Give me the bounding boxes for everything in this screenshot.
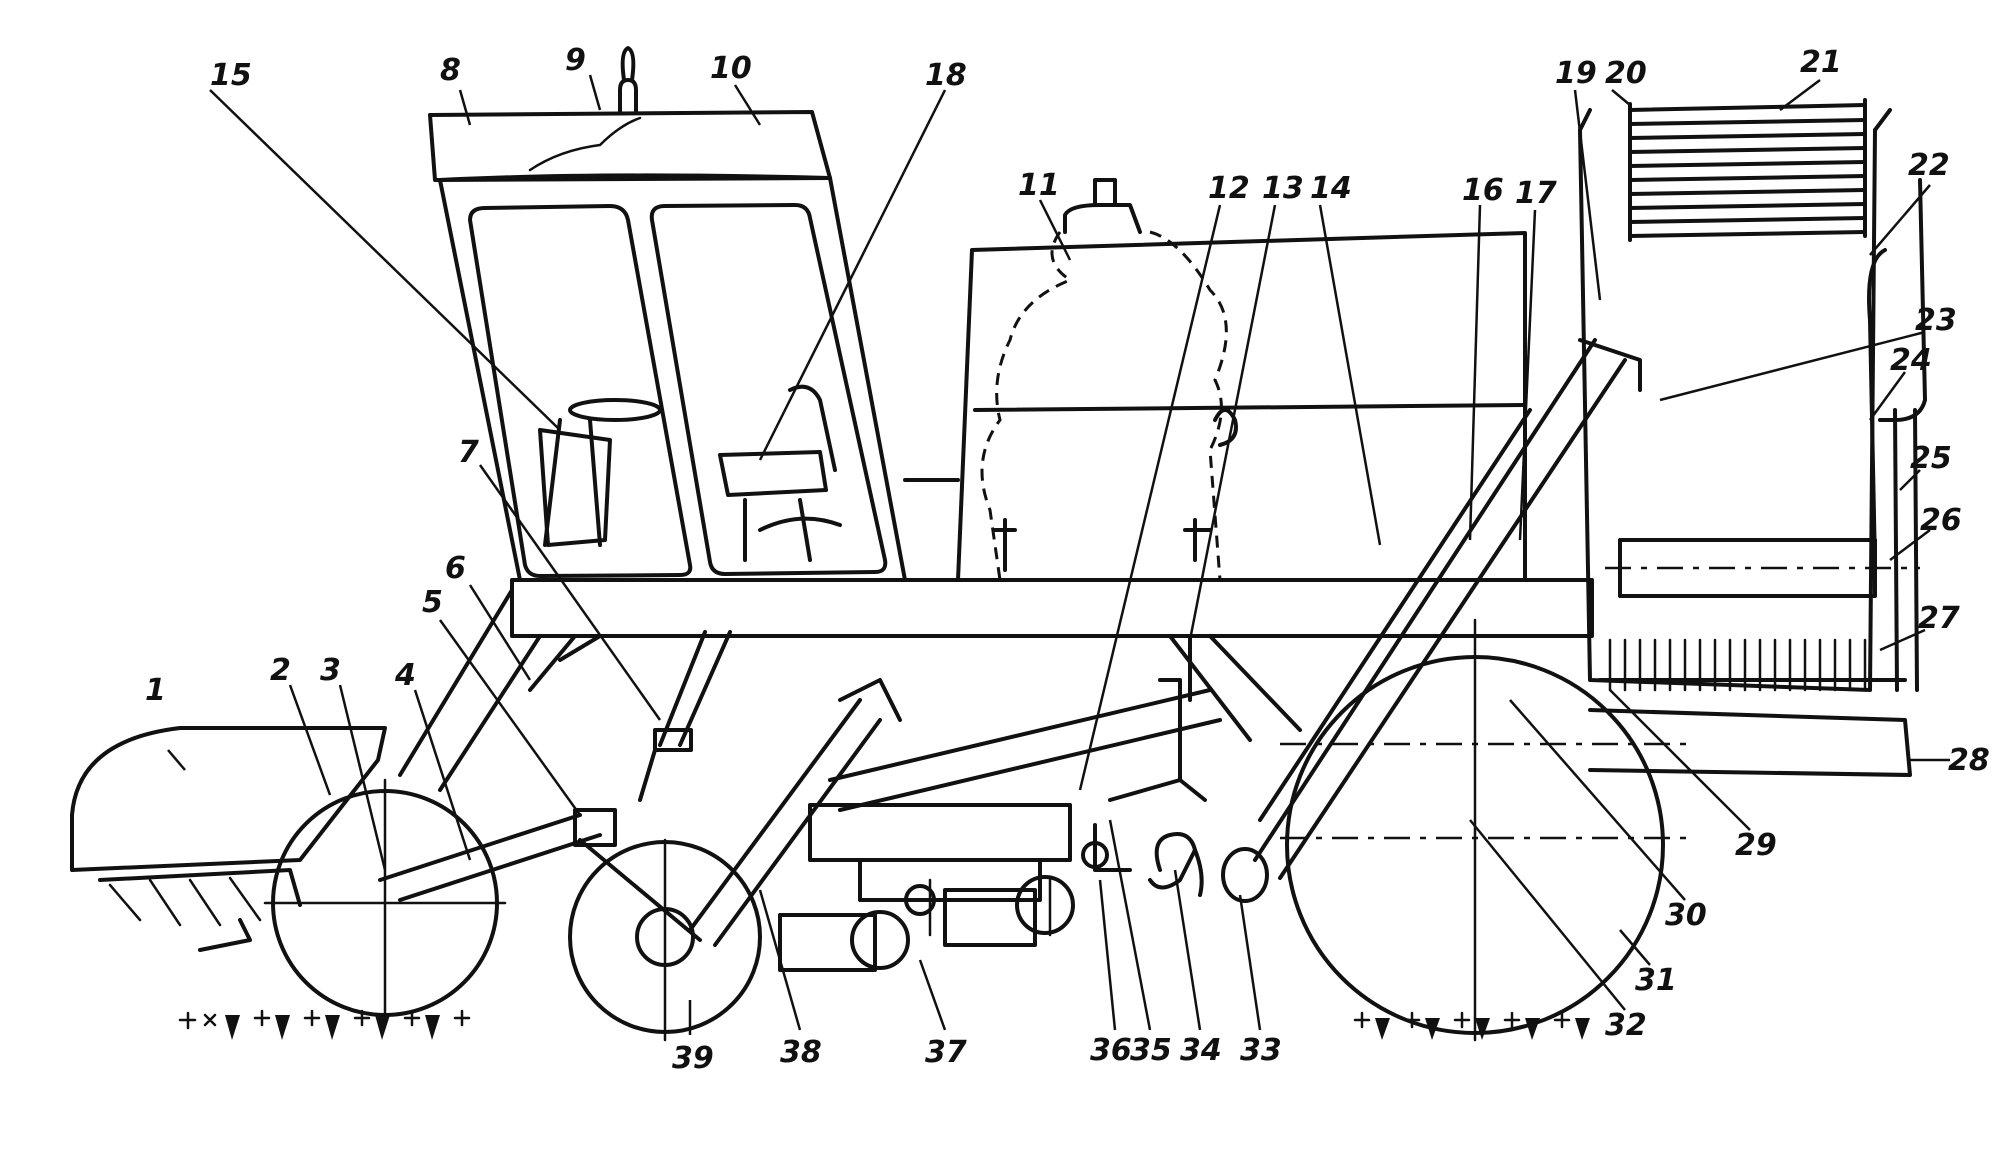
label-32: 32 [1605, 1008, 1647, 1043]
lower-mechanisms [378, 630, 1222, 972]
label-18: 18 [925, 58, 967, 93]
label-34: 34 [1180, 1033, 1222, 1068]
label-6: 6 [445, 551, 466, 586]
label-22: 22 [1908, 148, 1950, 183]
label-10: 10 [710, 51, 752, 86]
label-37: 37 [925, 1035, 967, 1070]
label-21: 21 [1800, 45, 1842, 80]
label-11: 11 [1018, 168, 1060, 203]
label-19: 19 [1555, 56, 1597, 91]
label-16: 16 [1462, 173, 1504, 208]
label-39: 39 [672, 1041, 714, 1076]
label-38: 38 [780, 1035, 822, 1070]
label-24: 24 [1890, 343, 1932, 378]
label-9: 9 [565, 43, 586, 78]
label-3: 3 [320, 653, 341, 688]
label-12: 12 [1208, 171, 1250, 206]
label-30: 30 [1665, 898, 1707, 933]
rear-wheel-31 [1280, 618, 1690, 1042]
ground-texture [178, 1009, 1590, 1040]
elevator-conveyor [1221, 338, 1642, 903]
label-29: 29 [1735, 828, 1777, 863]
main-frame [398, 578, 1594, 792]
label-13: 13 [1262, 171, 1304, 206]
cab [428, 46, 907, 582]
label-1: 1 [145, 673, 166, 708]
label-5: 5 [422, 585, 443, 620]
engine-hood [903, 178, 1527, 582]
label-33: 33 [1240, 1033, 1282, 1068]
label-17: 17 [1515, 176, 1557, 211]
rear-hopper [1578, 98, 1927, 777]
label-7: 7 [458, 435, 479, 470]
label-14: 14 [1310, 171, 1352, 206]
label-25: 25 [1910, 441, 1952, 476]
label-35: 35 [1130, 1033, 1172, 1068]
label-8: 8 [440, 53, 461, 88]
front-header [70, 726, 387, 952]
label-31: 31 [1635, 963, 1677, 998]
label-20: 20 [1605, 56, 1647, 91]
label-26: 26 [1920, 503, 1962, 538]
label-27: 27 [1918, 601, 1960, 636]
label-36: 36 [1090, 1033, 1132, 1068]
leader-lines [167, 74, 1950, 1035]
middle-wheel-39 [568, 838, 762, 1042]
label-4: 4 [394, 658, 416, 693]
label-2: 2 [270, 653, 291, 688]
label-15: 15 [210, 58, 252, 93]
label-23: 23 [1915, 303, 1957, 338]
number-labels: 1 2 3 4 5 6 7 8 9 10 11 12 13 14 15 16 1… [145, 43, 1990, 1076]
label-28: 28 [1948, 743, 1990, 778]
